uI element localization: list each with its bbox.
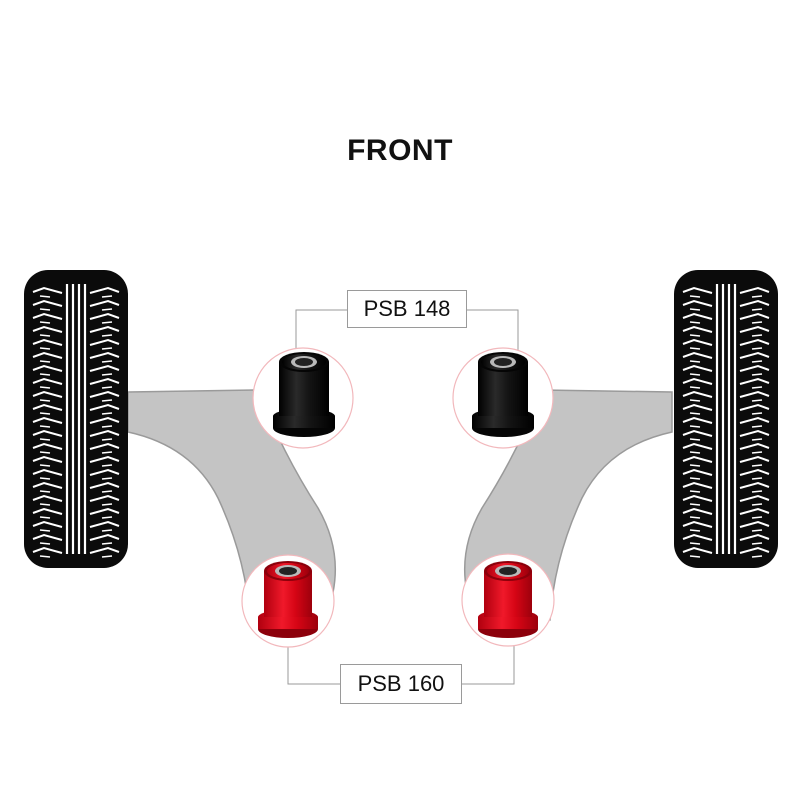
tire-icon	[24, 270, 128, 568]
bushing-icon	[273, 352, 335, 437]
direction-heading: FRONT	[347, 134, 453, 167]
bushing-icon	[472, 352, 534, 437]
tire-icon	[674, 270, 778, 568]
part-label-lower-bushing: PSB 160	[340, 664, 462, 704]
part-label-upper-bushing: PSB 148	[347, 290, 467, 328]
bushing-icon	[258, 561, 318, 638]
callout-lines	[287, 309, 519, 685]
bushing-icon	[478, 561, 538, 638]
